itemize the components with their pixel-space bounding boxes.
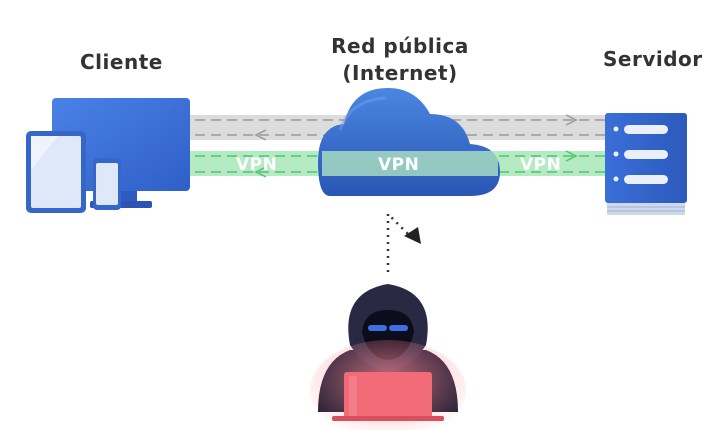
vpn-label-left: VPN xyxy=(236,155,277,175)
cloud-icon xyxy=(318,88,500,196)
client-label: Cliente xyxy=(80,50,163,74)
arrow-right-icon xyxy=(565,114,578,126)
phone-icon xyxy=(93,158,121,210)
arrow-left-icon xyxy=(254,129,267,141)
tablet-icon xyxy=(26,131,86,213)
vpn-label-right: VPN xyxy=(520,155,561,175)
client-devices-icon xyxy=(26,98,190,213)
laptop-icon xyxy=(332,372,444,421)
server-icon xyxy=(605,113,687,215)
public-network-label: Red pública (Internet) xyxy=(300,33,500,87)
public-network-label-line1: Red pública xyxy=(331,34,469,58)
interception-arrow xyxy=(386,210,421,272)
vpn-label-center: VPN xyxy=(378,155,419,175)
public-network-label-line2: (Internet) xyxy=(342,61,458,85)
arrow-right-icon xyxy=(565,150,578,162)
arrow-head-icon xyxy=(404,227,421,244)
monitor-icon xyxy=(52,98,190,191)
arrow-left-icon xyxy=(254,166,267,178)
vpn-tunnel-over-cloud xyxy=(322,151,498,176)
server-label: Servidor xyxy=(603,47,703,71)
hacker-icon xyxy=(310,284,466,430)
